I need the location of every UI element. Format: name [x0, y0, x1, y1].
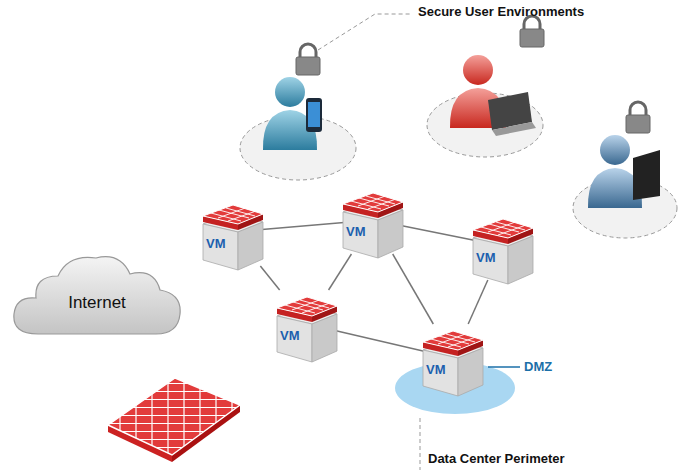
vm-cube: [418, 318, 488, 398]
network-link: [262, 222, 344, 229]
network-link: [393, 254, 434, 324]
section-label: Secure User Environments: [418, 4, 584, 19]
lock-icon: [296, 16, 650, 133]
network-link: [329, 254, 352, 290]
leader-line: [318, 14, 412, 50]
vm-label: VM: [206, 236, 226, 251]
vm-cube: [198, 192, 268, 272]
leader-line: [488, 366, 520, 368]
user-figure: [263, 55, 660, 208]
vm-node: VM: [468, 206, 538, 286]
vm-node: VM: [418, 318, 488, 398]
network-link: [468, 280, 488, 324]
vm-cube: [272, 284, 342, 364]
cloud-label: Internet: [8, 293, 186, 313]
internet-cloud: Internet: [8, 248, 186, 340]
vm-label: VM: [426, 362, 446, 377]
perimeter-firewall: [108, 378, 240, 462]
leader-line: [420, 418, 421, 470]
vm-node: VM: [198, 192, 268, 272]
section-label: Data Center Perimeter: [428, 451, 565, 466]
vm-label: VM: [280, 328, 300, 343]
vm-label: VM: [476, 250, 496, 265]
zone-label: DMZ: [524, 359, 552, 374]
vm-label: VM: [346, 224, 366, 239]
vm-cube: [338, 180, 408, 260]
network-link: [336, 331, 424, 351]
vm-cube: [468, 206, 538, 286]
vm-node: VM: [338, 180, 408, 260]
network-link: [402, 226, 474, 240]
network-link: [260, 266, 279, 290]
vm-node: VM: [272, 284, 342, 364]
